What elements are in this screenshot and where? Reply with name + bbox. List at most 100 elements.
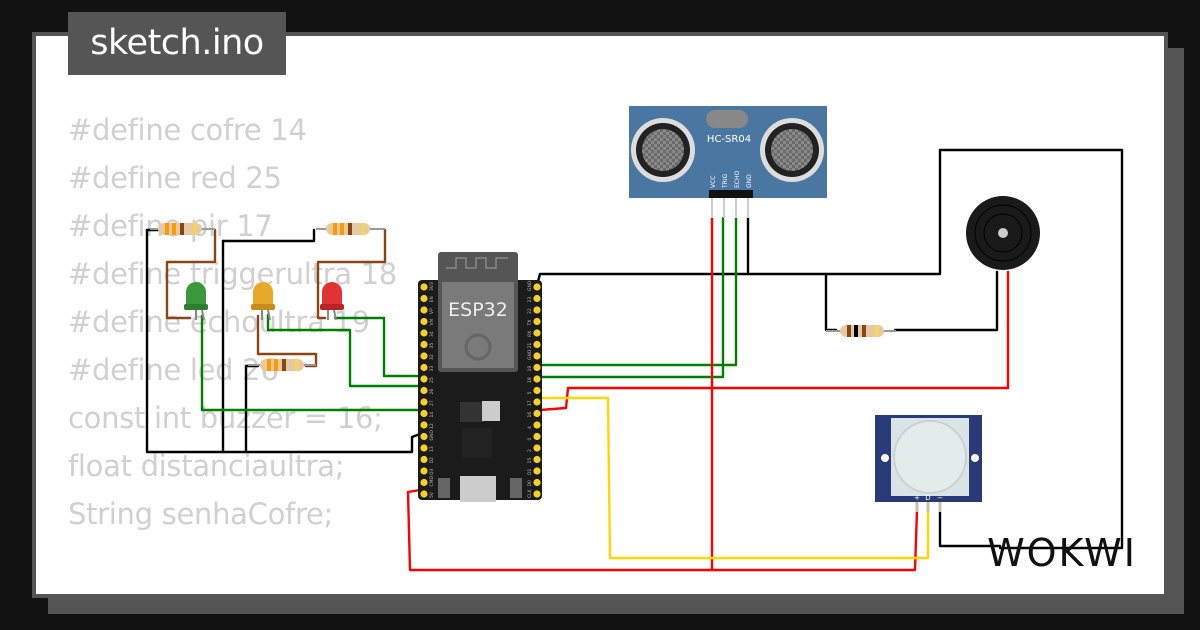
- esp32-pin-label: 0: [527, 438, 533, 441]
- hc-sr04-sensor[interactable]: HC-SR04 VCC TRIG ECHO GND: [629, 106, 827, 218]
- esp32-pin-label: 27: [429, 400, 435, 406]
- esp32-pin-gnd[interactable]: [533, 283, 541, 291]
- esp32-pin-label: 32: [429, 354, 435, 360]
- esp32-pin-34[interactable]: [420, 329, 428, 337]
- esp32-pin-3v3[interactable]: [420, 283, 428, 291]
- esp32-pin-5v[interactable]: [420, 490, 428, 498]
- esp32-pin-label: GND: [527, 280, 533, 291]
- esp32-board[interactable]: ESP32 3V3ENVPVN343532332526271412GND13D2…: [418, 252, 542, 502]
- esp32-pin-label: 4: [527, 426, 533, 429]
- code-line: #define cofre 14: [68, 113, 307, 147]
- esp32-pin-label: RX: [527, 331, 533, 337]
- esp32-pin-23[interactable]: [533, 294, 541, 303]
- esp32-pin-5[interactable]: [533, 386, 541, 395]
- wire-green-led1: [200, 314, 424, 412]
- buzzer[interactable]: [966, 196, 1040, 270]
- resistor-2[interactable]: [316, 223, 385, 235]
- esp32-pin-label: 35: [429, 343, 435, 349]
- esp32-pin-25[interactable]: [420, 375, 428, 383]
- code-line: #define red 25: [68, 161, 282, 195]
- esp32-pin-label: D1: [527, 469, 533, 475]
- wire-gnd-left-3: [221, 228, 316, 243]
- esp32-pin-17[interactable]: [533, 398, 541, 406]
- esp32-pin-18[interactable]: [533, 375, 541, 383]
- pin-label-gnd: GND: [746, 174, 753, 188]
- pir-pin-plus: +: [914, 494, 920, 502]
- esp32-pin-label: 14: [429, 412, 435, 418]
- esp32-pin-14[interactable]: [420, 409, 428, 418]
- esp32-pin-19[interactable]: [533, 363, 541, 372]
- esp32-pin-gnd[interactable]: [420, 432, 428, 441]
- code-line: float distanciaultra;: [68, 449, 345, 483]
- wire-gnd-pir: [938, 508, 1002, 548]
- esp32-pin-en[interactable]: [420, 294, 428, 303]
- resistor-4[interactable]: [826, 325, 896, 337]
- esp32-pin-label: D3: [429, 469, 435, 475]
- esp32-pin-tx[interactable]: [533, 317, 541, 326]
- wire-green-led3: [333, 316, 424, 378]
- esp32-pin-label: D2: [429, 457, 435, 463]
- esp32-pin-d3[interactable]: [420, 467, 428, 475]
- esp32-pin-27[interactable]: [420, 398, 428, 406]
- wire-gnd-top: [535, 272, 838, 332]
- esp32-pin-label: VN: [429, 319, 435, 325]
- wire-brown-2: [316, 228, 387, 320]
- wire-gnd-buzzer: [893, 270, 999, 332]
- code-line: const int buzzer = 16;: [68, 401, 383, 435]
- wire-red-pir: [710, 508, 919, 572]
- esp32-pin-label: TX: [527, 320, 533, 327]
- esp32-pin-2[interactable]: [533, 444, 541, 452]
- pir-pin-d: D: [925, 494, 930, 502]
- esp32-pin-label: D0: [527, 480, 533, 486]
- esp32-pin-32[interactable]: [420, 352, 428, 360]
- wokwi-logo: WOKWI: [987, 531, 1137, 575]
- esp32-pin-label: GND: [429, 430, 435, 441]
- esp32-pin-label: 23: [527, 297, 533, 303]
- esp32-pin-d2[interactable]: [420, 455, 428, 464]
- pin-label-trig: TRIG: [722, 173, 729, 189]
- esp32-pin-rx[interactable]: [533, 329, 541, 337]
- led-red[interactable]: [320, 282, 344, 321]
- esp32-pin-gnd[interactable]: [533, 352, 541, 360]
- esp32-pin-16[interactable]: [533, 409, 541, 418]
- led-yellow[interactable]: [251, 282, 275, 321]
- led-green[interactable]: [184, 282, 208, 321]
- esp32-pin-12[interactable]: [420, 421, 428, 429]
- esp32-pin-26[interactable]: [420, 386, 428, 395]
- esp32-pin-clk[interactable]: [533, 490, 541, 498]
- wire-green-echo: [536, 216, 738, 367]
- esp32-pin-13[interactable]: [420, 444, 428, 452]
- esp32-pin-d0[interactable]: [533, 478, 541, 487]
- esp32-pin-vn[interactable]: [420, 317, 428, 326]
- esp32-pin-label: CMD: [429, 475, 435, 486]
- esp32-pin-label: 18: [527, 377, 533, 383]
- esp32-pin-label: VP: [429, 308, 435, 314]
- hc-sr04-label: HC-SR04: [707, 134, 751, 145]
- esp32-pin-vp[interactable]: [420, 306, 428, 314]
- esp32-pin-label: 26: [429, 389, 435, 395]
- esp32-pin-label: 12: [429, 423, 435, 429]
- esp32-pin-4[interactable]: [533, 421, 541, 429]
- esp32-pin-33[interactable]: [420, 363, 428, 372]
- esp32-pin-label: 21: [527, 343, 533, 349]
- esp32-pin-label: CLK: [527, 488, 533, 498]
- code-preview: #define cofre 14 #define red 25 #define …: [68, 106, 397, 594]
- esp32-pin-label: 2: [527, 449, 533, 452]
- esp32-pin-cmd[interactable]: [420, 478, 428, 487]
- esp32-pin-label: 16: [527, 412, 533, 418]
- esp32-pin-0[interactable]: [533, 432, 541, 441]
- pir-sensor[interactable]: + D −: [875, 415, 982, 512]
- esp32-pin-21[interactable]: [533, 340, 541, 349]
- esp32-pin-22[interactable]: [533, 306, 541, 314]
- wire-red-buzzer: [538, 270, 1010, 412]
- resistor-1[interactable]: [150, 223, 215, 235]
- esp32-pin-35[interactable]: [420, 340, 428, 349]
- wire-gnd-buzzer-bus: [824, 148, 1124, 550]
- esp32-pin-label: 34: [429, 331, 435, 337]
- esp32-pin-label: 19: [527, 366, 533, 372]
- esp32-pin-15[interactable]: [533, 455, 541, 464]
- esp32-pin-d1[interactable]: [533, 467, 541, 475]
- file-tab-title[interactable]: sketch.ino: [68, 12, 286, 75]
- resistor-3[interactable]: [248, 359, 316, 371]
